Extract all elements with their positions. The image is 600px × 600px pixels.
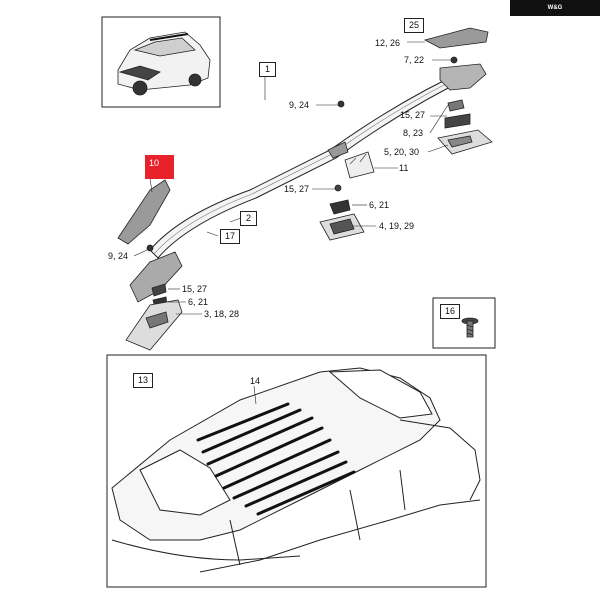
middle-bracket [319, 100, 375, 241]
car-thumbnail-icon [117, 31, 211, 96]
callout-10[interactable]: 10 [145, 155, 174, 179]
brand-badge: W&G [510, 0, 600, 16]
callout-4-19-29[interactable]: 4, 19, 29 [379, 221, 415, 231]
screw-icon [461, 317, 479, 338]
callout-13[interactable]: 13 [133, 373, 153, 388]
callout-12-26[interactable]: 12, 26 [375, 38, 401, 48]
rear-end-cap [423, 27, 489, 49]
front-end-cap[interactable] [117, 179, 171, 245]
leader-14 [253, 385, 257, 405]
leader-lines [133, 41, 452, 315]
callout-1[interactable]: 1 [259, 62, 276, 77]
callout-15-27-bot[interactable]: 15, 27 [182, 284, 208, 294]
callout-15-27-mid[interactable]: 15, 27 [284, 184, 310, 194]
callout-9-24-left[interactable]: 9, 24 [108, 251, 129, 261]
callout-2[interactable]: 2 [240, 211, 257, 226]
callout-16[interactable]: 16 [440, 304, 460, 319]
callout-3-18-28[interactable]: 3, 18, 28 [204, 309, 240, 319]
vehicle-roof-illustration [111, 367, 481, 573]
callout-5-20-30[interactable]: 5, 20, 30 [384, 147, 420, 157]
callout-6-21-mid[interactable]: 6, 21 [369, 200, 390, 210]
callout-25[interactable]: 25 [404, 18, 424, 33]
rear-foot-bracket [437, 56, 493, 155]
callout-17[interactable]: 17 [220, 229, 240, 244]
callout-15-27-top[interactable]: 15, 27 [400, 110, 426, 120]
callout-8-23[interactable]: 8, 23 [403, 128, 424, 138]
callout-7-22[interactable]: 7, 22 [404, 55, 425, 65]
front-foot-bracket [125, 244, 183, 351]
callout-6-21-bot[interactable]: 6, 21 [188, 297, 209, 307]
roof-slats [196, 402, 356, 516]
callout-9-24-top[interactable]: 9, 24 [289, 100, 310, 110]
callout-14[interactable]: 14 [250, 376, 261, 386]
callout-11[interactable]: 11 [399, 163, 409, 173]
